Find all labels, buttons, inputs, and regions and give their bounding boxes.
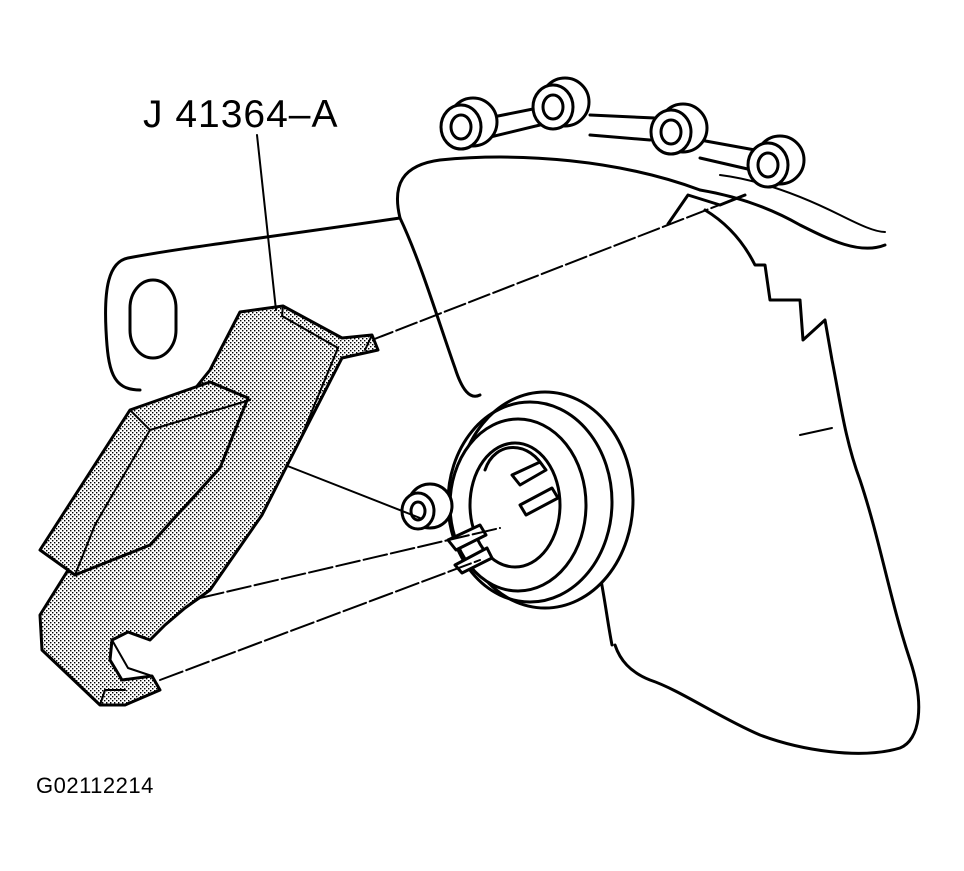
housing-slot — [128, 278, 178, 360]
bolt-boss-4 — [746, 134, 806, 189]
bolt-boss-2 — [531, 76, 591, 131]
bolt-boss-1 — [439, 96, 499, 151]
bolt-boss-3 — [649, 102, 709, 156]
tool-number-label: J 41364–A — [143, 93, 339, 136]
housing-outline — [104, 155, 921, 755]
figure-id: G02112214 — [36, 773, 154, 798]
shaft-boss — [400, 482, 454, 531]
shaft-assembly — [400, 390, 635, 610]
label-leader-line — [256, 134, 277, 311]
bolt-bosses — [439, 76, 806, 189]
alignment-tool — [38, 304, 380, 707]
alignment-lines — [159, 194, 746, 681]
